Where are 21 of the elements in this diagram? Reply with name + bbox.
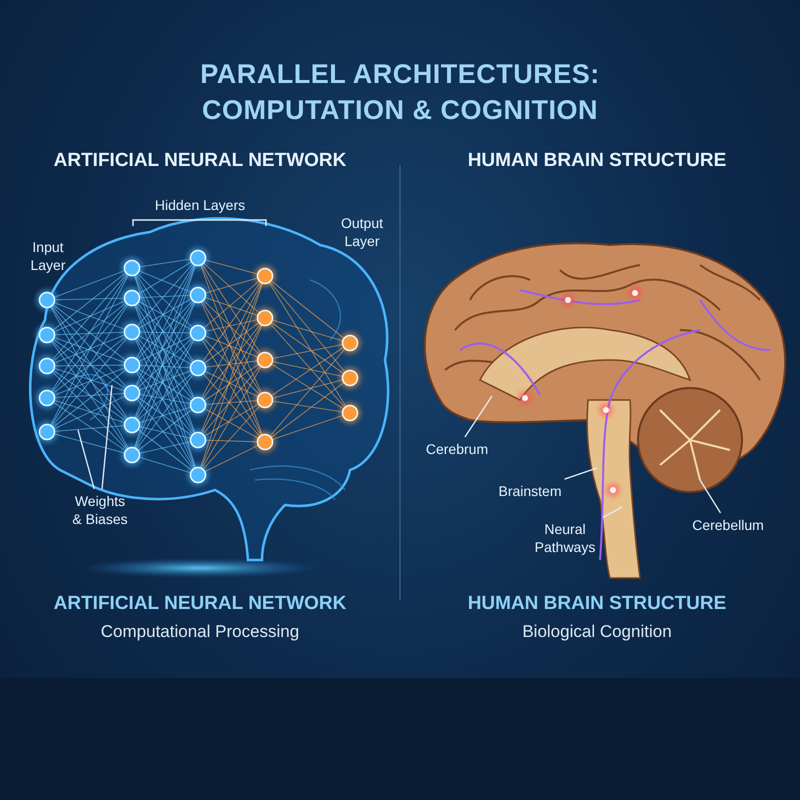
leader-line	[464, 396, 493, 438]
leader-line	[77, 430, 95, 490]
leader-line	[564, 467, 598, 480]
section-heading: HUMAN BRAIN STRUCTURE	[468, 150, 726, 172]
part-label: Cerebellum	[692, 516, 764, 534]
title: PARALLEL ARCHITECTURES: COMPUTATION & COGNITION	[200, 58, 600, 127]
part-label: Cerebrum	[426, 440, 488, 458]
section-heading: HUMAN BRAIN STRUCTURE	[468, 593, 726, 615]
part-label: Weights & Biases	[71, 492, 129, 528]
layer-label: Output Layer	[340, 214, 384, 250]
leader-line	[602, 506, 622, 518]
section-subtitle: Computational Processing	[100, 622, 300, 642]
layer-label: Hidden Layers	[154, 196, 246, 214]
section-heading: ARTIFICIAL NEURAL NETWORK	[54, 150, 346, 172]
part-label: Brainstem	[498, 482, 562, 500]
section-heading: ARTIFICIAL NEURAL NETWORK	[54, 593, 346, 615]
section-subtitle: Biological Cognition	[522, 622, 672, 642]
leader-line	[699, 480, 722, 514]
leader-line	[101, 384, 113, 490]
layer-label: Input Layer	[29, 238, 67, 274]
part-label: Neural Pathways	[534, 520, 596, 556]
